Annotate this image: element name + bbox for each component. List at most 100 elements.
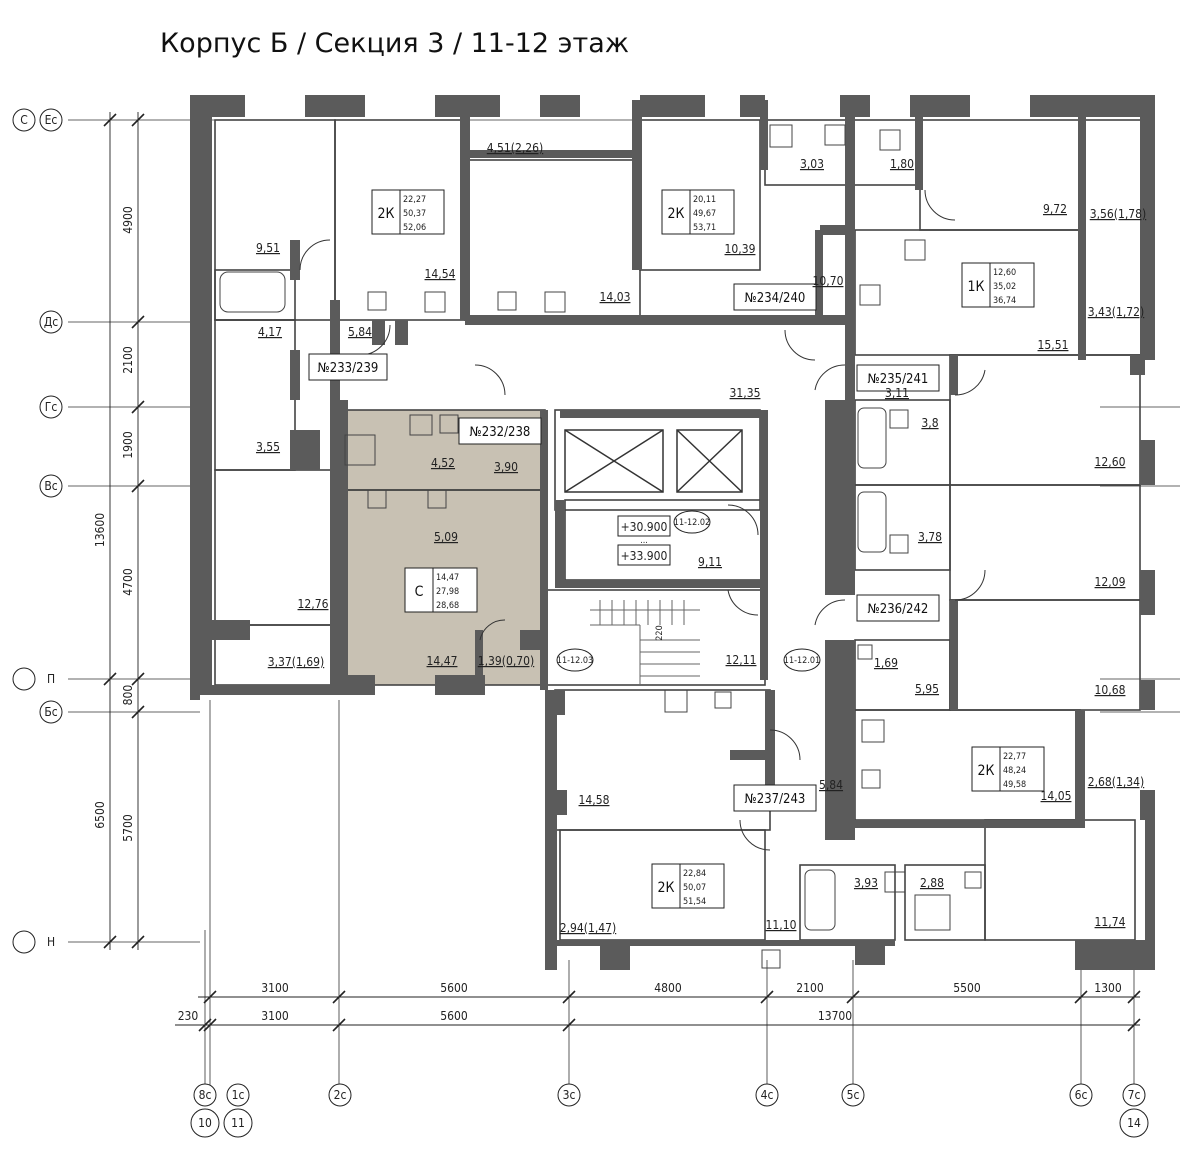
room-area: 31,35: [730, 386, 761, 400]
axis-label-bottom: 7с: [1128, 1088, 1141, 1102]
room-area: 5,09: [434, 530, 458, 544]
room-area: 11,74: [1095, 915, 1126, 929]
dimension-value: 2100: [796, 981, 824, 995]
axis-label-left: Гс: [45, 400, 58, 414]
fixtures: [219, 124, 982, 969]
dimension-value: 5500: [953, 981, 981, 995]
axis-label-bottom: 14: [1127, 1116, 1141, 1130]
room-area: 3,56(1,78): [1090, 207, 1146, 221]
dimension-lines: [103, 112, 1141, 1032]
room-area: 12,60: [1095, 455, 1126, 469]
room-area: 3,90: [494, 460, 518, 474]
level-mark: +30.900: [621, 520, 668, 534]
dimension-value: 4800: [654, 981, 682, 995]
axis-label-left: П: [47, 672, 55, 686]
apartment-area: 28,68: [436, 601, 459, 611]
room-area: 3,78: [918, 530, 942, 544]
dimension-value: 5600: [440, 1009, 468, 1023]
room-area: 5,95: [915, 682, 939, 696]
room-area: 9,11: [698, 555, 722, 569]
room-area: 3,11: [885, 386, 909, 400]
room-area: 10,39: [725, 242, 756, 256]
stairs: [590, 600, 700, 685]
dimension-value: 230: [178, 1009, 199, 1023]
axis-label-bottom: 3с: [563, 1088, 576, 1102]
room-area: 14,54: [425, 267, 456, 281]
room-area: 3,93: [854, 876, 878, 890]
room-area: 1,80: [890, 157, 914, 171]
apartment-area: 35,02: [993, 282, 1016, 292]
apartment-area: 27,98: [436, 587, 459, 597]
apartment-area: 53,71: [693, 223, 716, 233]
apartment-area: 20,11: [693, 195, 716, 205]
apartment-area: 52,06: [403, 223, 426, 233]
elevators: [564, 429, 743, 493]
apartment-type: С: [415, 584, 424, 600]
apartment-type: 1К: [968, 279, 985, 295]
room-area: 14,05: [1041, 789, 1072, 803]
dimension-value: 800: [121, 685, 135, 706]
axis-label-bottom: 1с: [232, 1088, 245, 1102]
room-area: 15,51: [1038, 338, 1069, 352]
apartment-type: 2К: [658, 880, 675, 896]
axis-label-bottom: 5с: [847, 1088, 860, 1102]
unit-tag: №233/239: [318, 361, 379, 376]
dimension-value: 5700: [121, 814, 135, 842]
dimension-value: 2100: [121, 346, 135, 374]
room-area: 1,69: [874, 656, 898, 670]
room-area: 10,70: [813, 274, 844, 288]
room-area: 3,37(1,69): [268, 655, 324, 669]
room-tag: 11-12.03: [557, 656, 593, 666]
axis-markers-left: [12, 108, 63, 954]
room-area: 3,55: [256, 440, 280, 454]
unit-tag: №232/238: [470, 425, 531, 440]
dimension-value: 1300: [1094, 981, 1122, 995]
unit-tag: №236/242: [868, 602, 929, 617]
walls: [190, 95, 1155, 970]
apartment-area: 14,47: [436, 573, 459, 583]
apartment-area: 22,77: [1003, 752, 1026, 762]
room-area: 14,58: [579, 793, 610, 807]
dimension-value: 4900: [121, 206, 135, 234]
room-area: 5,84: [348, 325, 372, 339]
room-area: 4,51(2,26): [487, 141, 543, 155]
room-area: 3,8: [921, 416, 938, 430]
dimension-value: 3100: [261, 1009, 289, 1023]
doors: [299, 189, 986, 851]
axis-markers-bottom: [190, 1083, 1149, 1138]
apartment-area: 36,74: [993, 296, 1016, 306]
room-area: 11,10: [766, 918, 797, 932]
axis-label-bottom: 2с: [334, 1088, 347, 1102]
room-area: 1,39(0,70): [478, 654, 534, 668]
room-area: 14,03: [600, 290, 631, 304]
unit-tag: №234/240: [745, 291, 806, 306]
room-area: 3,43(1,72): [1088, 305, 1144, 319]
room-area: 2,68(1,34): [1088, 775, 1144, 789]
apartment-area: 12,60: [993, 268, 1016, 278]
axis-label-bottom: 11: [231, 1116, 245, 1130]
axis-label-bottom: 6с: [1075, 1088, 1088, 1102]
level-mark: ...: [640, 536, 648, 546]
room-area: 5,84: [819, 778, 843, 792]
room-area: 3,03: [800, 157, 824, 171]
room-area: 9,72: [1043, 202, 1067, 216]
unit-tag: №237/243: [745, 792, 806, 807]
room-area: 12,76: [298, 597, 329, 611]
dimension-value: 13700: [818, 1009, 852, 1023]
apartment-area: 48,24: [1003, 766, 1026, 776]
apartment-area: 50,37: [403, 209, 426, 219]
dimension-value: 4700: [121, 568, 135, 596]
highlighted-apartment[interactable]: [345, 410, 545, 685]
dimension-value: 6500: [93, 801, 107, 829]
dimension-value: 13600: [93, 513, 107, 547]
room-area: 12,09: [1095, 575, 1126, 589]
apartment-area: 50,07: [683, 883, 706, 893]
room-area: 2,88: [920, 876, 944, 890]
unit-tag: №235/241: [868, 372, 929, 387]
axis-label-left: Бс: [44, 705, 57, 719]
apartment-area: 49,58: [1003, 780, 1026, 790]
room-area: 2,94(1,47): [560, 921, 616, 935]
room-area: 9,51: [256, 241, 280, 255]
dimension-value: 1900: [121, 431, 135, 459]
